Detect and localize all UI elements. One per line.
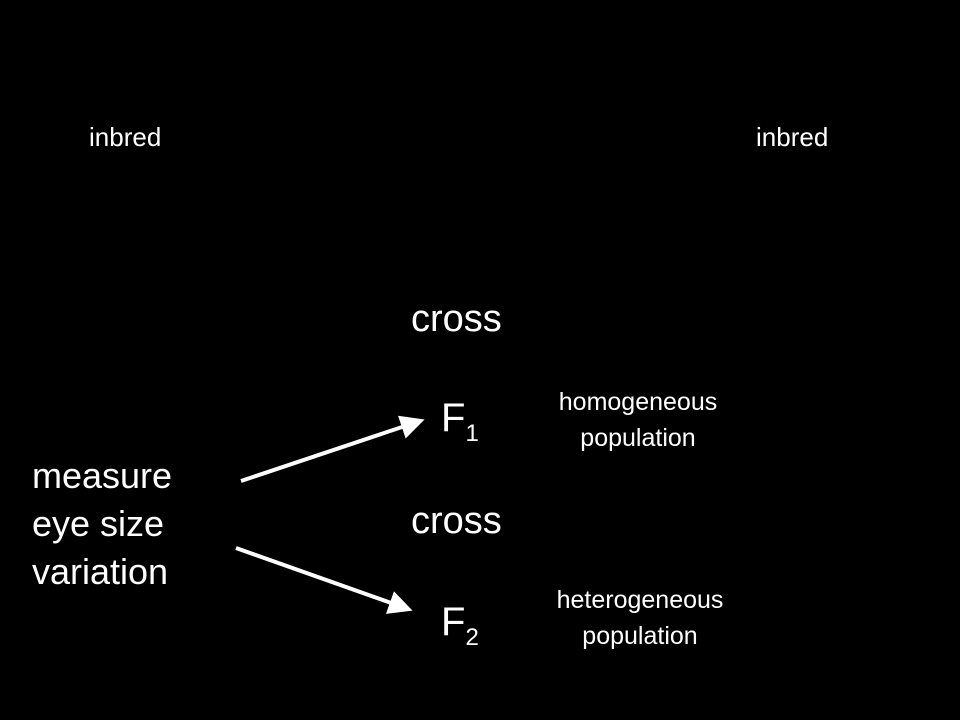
measure-line-2: eye size bbox=[32, 503, 165, 544]
f1-description-line-1: homogeneous bbox=[558, 388, 718, 416]
f2-description-line-1: heterogeneous bbox=[556, 586, 724, 614]
left-parent-label: inbred bbox=[89, 122, 162, 152]
measure-line-1: measure bbox=[32, 455, 173, 496]
right-parent-label: inbred bbox=[756, 122, 829, 152]
f2-description-line-2: population bbox=[582, 622, 698, 650]
arrow-to-f2 bbox=[235, 546, 413, 614]
f1-letter: F bbox=[441, 396, 466, 440]
measure-line-3: variation bbox=[32, 551, 169, 592]
f1-description: homogeneous population bbox=[508, 384, 768, 456]
cross-label-2: cross bbox=[411, 500, 502, 542]
measure-label: measure eye size variation bbox=[32, 452, 172, 596]
f1-description-line-2: population bbox=[580, 424, 696, 452]
f1-subscript: 1 bbox=[465, 420, 479, 447]
arrow-to-f1 bbox=[240, 415, 425, 483]
f2-label: F2 bbox=[441, 600, 479, 650]
f2-subscript: 2 bbox=[465, 624, 479, 651]
f1-label: F1 bbox=[441, 396, 479, 446]
cross-label-1: cross bbox=[411, 298, 502, 340]
f2-description: heterogeneous population bbox=[510, 582, 770, 654]
f2-letter: F bbox=[441, 600, 466, 644]
